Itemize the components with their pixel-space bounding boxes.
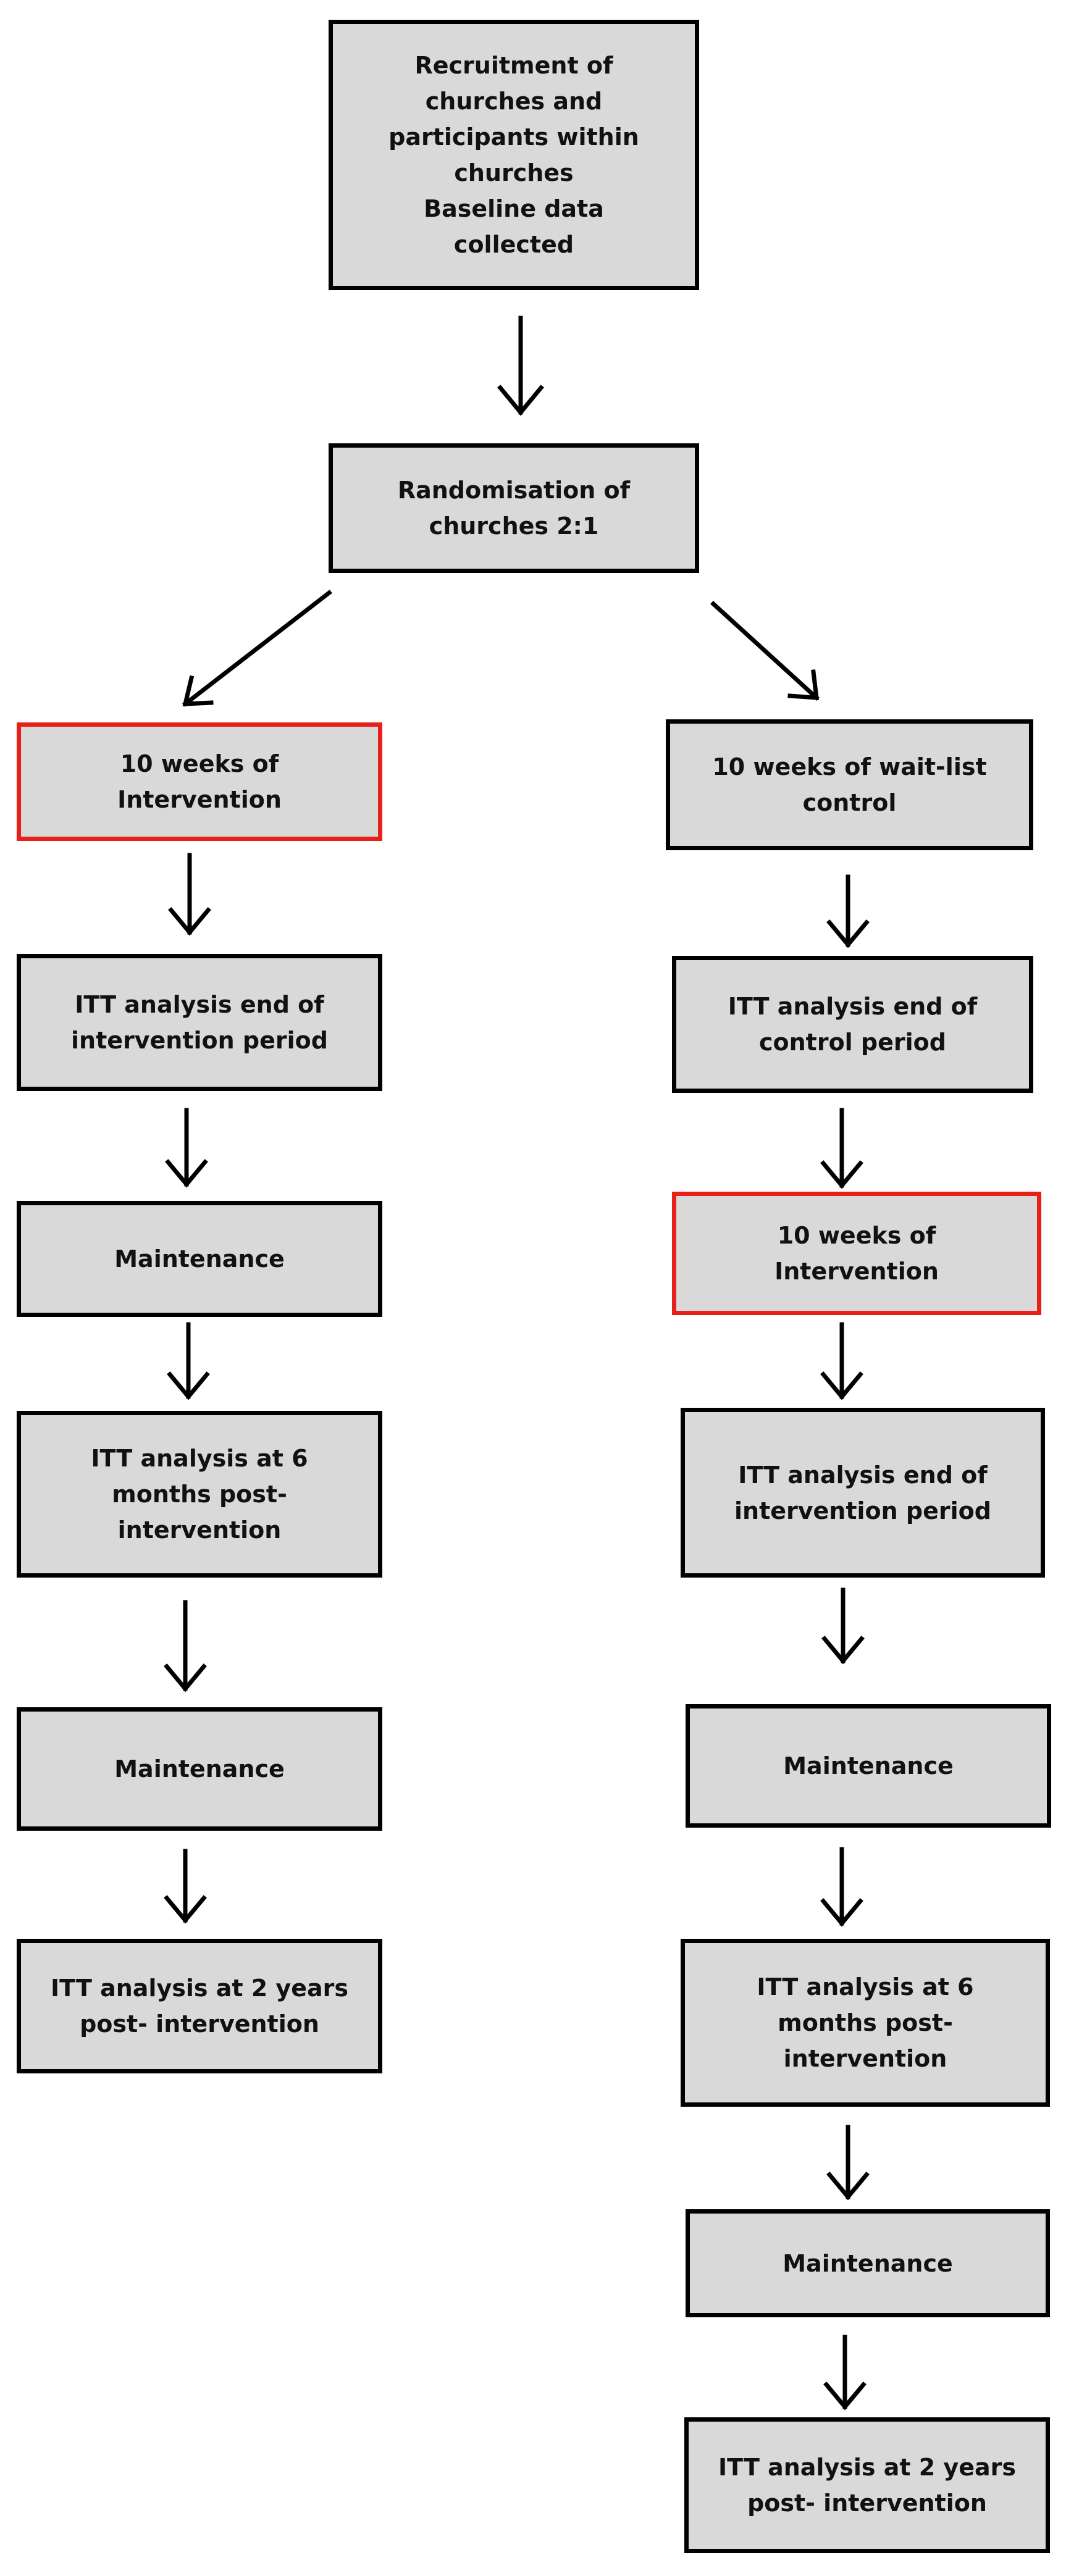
recruitment-box: Recruitment of churches and participants… [329, 20, 699, 290]
left-intervention-box: 10 weeks of Intervention [17, 722, 382, 841]
left-itt-6m-box: ITT analysis at 6 months post- intervent… [17, 1411, 382, 1578]
arrow-right-3 [820, 1322, 863, 1400]
right-maintenance-2-box: Maintenance [686, 2209, 1050, 2317]
right-itt-6m-box: ITT analysis at 6 months post- intervent… [681, 1939, 1050, 2107]
arrow-left-5 [164, 1849, 207, 1924]
left-maintenance-2-box: Maintenance [17, 1707, 382, 1831]
arrow-right-5 [820, 1847, 863, 1927]
arrow-right-4 [821, 1587, 865, 1665]
right-waitlist-box: 10 weeks of wait-list control [666, 719, 1033, 850]
arrow-randomisation-to-right [710, 601, 820, 701]
arrow-left-1 [168, 853, 211, 936]
left-maintenance-1-box: Maintenance [17, 1201, 382, 1317]
right-itt-control-box: ITT analysis end of control period [672, 956, 1033, 1093]
arrow-left-2 [165, 1108, 208, 1188]
arrow-right-1 [826, 874, 870, 948]
left-itt-2y-box: ITT analysis at 2 years post- interventi… [17, 1939, 382, 2073]
arrow-right-7 [823, 2335, 867, 2411]
right-itt-end-box: ITT analysis end of intervention period [681, 1408, 1045, 1578]
arrow-randomisation-to-left [182, 590, 332, 707]
arrow-recruitment-to-randomisation [497, 316, 544, 416]
right-intervention-box: 10 weeks of Intervention [672, 1192, 1041, 1315]
randomisation-box: Randomisation of churches 2:1 [329, 443, 699, 573]
left-itt-end-box: ITT analysis end of intervention period [17, 954, 382, 1091]
arrow-right-6 [826, 2125, 870, 2201]
right-itt-2y-box: ITT analysis at 2 years post- interventi… [684, 2417, 1050, 2553]
arrow-right-2 [820, 1108, 863, 1189]
arrow-left-3 [167, 1322, 210, 1400]
right-maintenance-1-box: Maintenance [686, 1704, 1051, 1828]
arrow-left-4 [164, 1600, 207, 1692]
